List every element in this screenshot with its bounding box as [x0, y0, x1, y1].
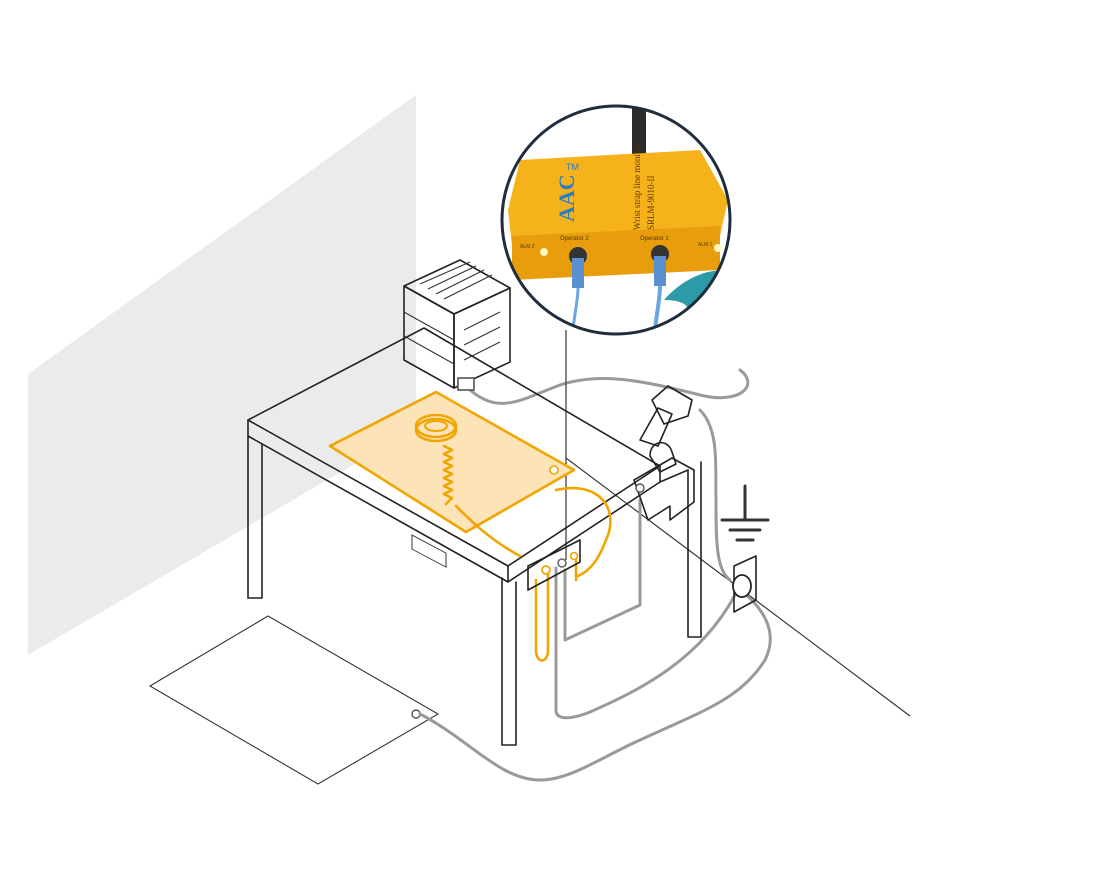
inset-port-right-label: Operator 1	[640, 236, 669, 242]
table-mat-snap	[549, 465, 559, 475]
inset-brand-logo: AAC	[554, 174, 579, 222]
floor-esd-mat	[148, 615, 440, 785]
inset-trademark: TM	[566, 162, 579, 172]
wall-outlet-icon	[732, 555, 757, 613]
ionizer-unit-icon	[403, 259, 511, 568]
back-wall	[28, 95, 416, 655]
earth-ground-symbol	[720, 484, 770, 542]
inset-product-line1: Wrist strap line monitor	[632, 144, 642, 230]
inset-port-left-label: Operator 2	[560, 236, 589, 242]
clamp-icon	[633, 385, 695, 521]
coiled-cord-icon	[442, 444, 522, 558]
inset-ring	[500, 104, 732, 336]
inset-alarm-left-label: ALM 2	[520, 244, 535, 250]
line-monitor-under-table	[527, 539, 581, 591]
inset-product-line2: SRLM-9010-II	[646, 176, 656, 231]
wrist-strap-icon	[414, 413, 458, 443]
table-esd-mat	[328, 390, 576, 534]
ground-cords	[418, 368, 772, 782]
inset-alarm-right-label: ALM 1	[698, 242, 713, 248]
workbench	[247, 327, 702, 746]
